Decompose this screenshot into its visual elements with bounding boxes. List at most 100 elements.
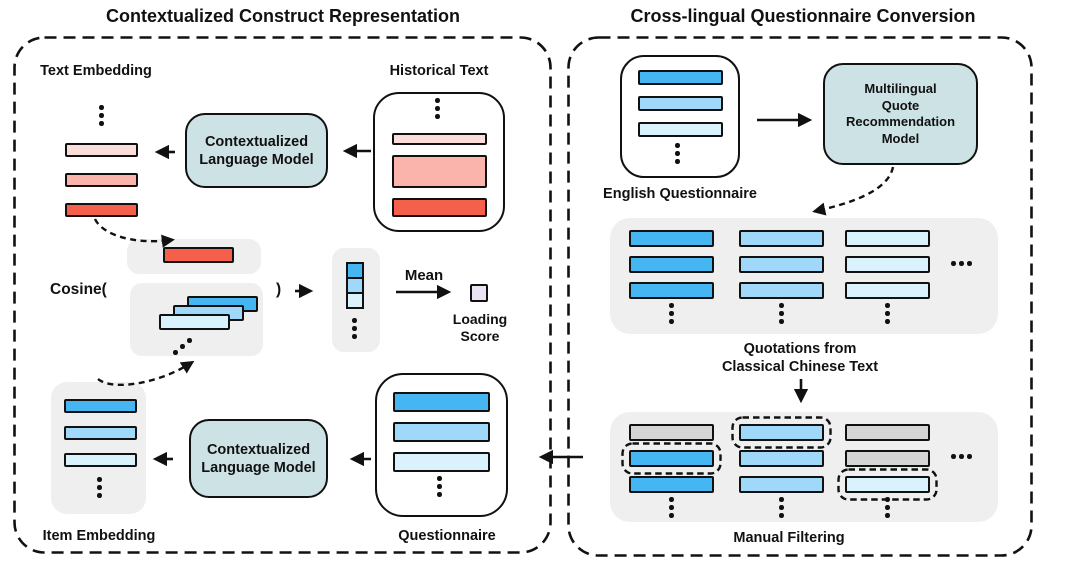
model-label-line: Multilingual [864, 81, 937, 96]
dot [669, 310, 674, 316]
dot [885, 512, 890, 518]
loading-score-line1: Loading [452, 311, 508, 327]
filtering-bar-c3r3-selected [845, 476, 930, 493]
dot [779, 504, 784, 510]
mean-label: Mean [404, 267, 444, 284]
dot [435, 105, 440, 111]
quotation-bar-c3r2 [845, 256, 930, 273]
dot [99, 112, 104, 118]
dot [675, 150, 680, 156]
dashed-arrow-mqrm-to-quotations [812, 166, 895, 216]
quotations-more-ellipsis-dots [951, 261, 972, 266]
english-questionnaire-ellipsis-dots [675, 143, 680, 164]
questionnaire-bar-3 [393, 452, 490, 472]
cosine-item-bar-front [159, 314, 230, 330]
item-embedding-ellipsis-dots [97, 477, 102, 498]
english-questionnaire-bar-1 [638, 70, 723, 85]
quotations-col3-ellipsis-dots [885, 303, 890, 324]
dot [675, 158, 680, 164]
dot [97, 492, 102, 498]
dot [669, 512, 674, 518]
dot [885, 504, 890, 510]
similarity-vector-ellipsis-dots [352, 318, 357, 339]
dot [437, 483, 442, 489]
quotation-bar-c1r3 [629, 282, 714, 299]
dot [435, 113, 440, 119]
loading-score-square [470, 284, 488, 302]
dot [97, 477, 102, 482]
quotations-label-line1: Quotations from [743, 341, 857, 357]
model-label-line: Contextualized [206, 441, 311, 458]
dot [669, 497, 674, 502]
model-label-line: Language Model [199, 151, 314, 168]
dot [779, 318, 784, 324]
dot [967, 454, 972, 459]
filtering-bar-c1r3 [629, 476, 714, 493]
dot [352, 318, 357, 323]
contextualized-language-model-box-bottom: Contextualized Language Model [189, 419, 328, 498]
filtering-col2-ellipsis-dots [779, 497, 784, 518]
text-embedding-label: Text Embedding [40, 63, 152, 79]
dot [437, 476, 442, 481]
model-label-line: Language Model [201, 459, 316, 476]
english-questionnaire-bar-2 [638, 96, 723, 111]
manual-filtering-label: Manual Filtering [733, 530, 845, 546]
dot [779, 497, 784, 502]
questionnaire-bar-1 [393, 392, 490, 412]
historical-text-label: Historical Text [389, 63, 489, 79]
questionnaire-bar-2 [393, 422, 490, 442]
quotation-bar-c3r3 [845, 282, 930, 299]
item-embedding-bar-2 [64, 426, 137, 440]
model-label-line: Model [881, 130, 920, 146]
dashed-arrow-text-embedding-to-cosine [93, 218, 175, 248]
dot [951, 454, 956, 459]
dot [435, 98, 440, 103]
dot [885, 497, 890, 502]
loading-score-label: Loading Score [453, 311, 507, 344]
filtering-col3-ellipsis-dots [885, 497, 890, 518]
historical-text-bar-2 [392, 155, 487, 188]
right-panel-title: Cross-lingual Questionnaire Conversion [630, 6, 976, 26]
dot [352, 325, 357, 331]
dot [885, 303, 890, 308]
dot [779, 512, 784, 518]
filtering-bar-c2r2 [739, 450, 824, 467]
filtering-bar-c1r2-selected [629, 450, 714, 467]
filtering-col1-ellipsis-dots [669, 497, 674, 518]
text-embedding-bar-2 [65, 173, 138, 187]
dot [779, 310, 784, 316]
item-embedding-label: Item Embedding [42, 528, 156, 544]
dot [669, 303, 674, 308]
diagonal-dot [180, 344, 185, 349]
dot [99, 120, 104, 126]
multilingual-quote-recommendation-model-box: Multilingual Quote Recommendation Model [823, 63, 978, 165]
text-embedding-ellipsis-dots [99, 105, 104, 126]
item-embedding-bar-1 [64, 399, 137, 413]
english-questionnaire-bar-3 [638, 122, 723, 137]
questionnaire-ellipsis-dots [437, 476, 442, 497]
dot [675, 143, 680, 148]
model-label-line: Quote [881, 97, 920, 113]
filtering-bar-c3r1 [845, 424, 930, 441]
quotation-bar-c2r1 [739, 230, 824, 247]
quotation-bar-c2r2 [739, 256, 824, 273]
filtering-bar-c2r3 [739, 476, 824, 493]
filtering-bar-c2r1-selected [739, 424, 824, 441]
dot [959, 454, 964, 459]
cosine-close-label: ) [276, 281, 282, 298]
diagonal-dot [187, 338, 192, 343]
left-panel-title: Contextualized Construct Representation [105, 6, 461, 26]
quotations-col2-ellipsis-dots [779, 303, 784, 324]
quotation-bar-c3r1 [845, 230, 930, 247]
dot [885, 310, 890, 316]
diagonal-dot [173, 350, 178, 355]
dot [967, 261, 972, 266]
quotations-label-line2: Classical Chinese Text [721, 359, 879, 375]
dot [352, 333, 357, 339]
cosine-open-label: Cosine( [50, 281, 107, 298]
historical-text-ellipsis-dots [435, 98, 440, 119]
model-label-line: Contextualized [204, 133, 309, 150]
loading-score-line2: Score [460, 327, 500, 344]
quotation-bar-c1r2 [629, 256, 714, 273]
